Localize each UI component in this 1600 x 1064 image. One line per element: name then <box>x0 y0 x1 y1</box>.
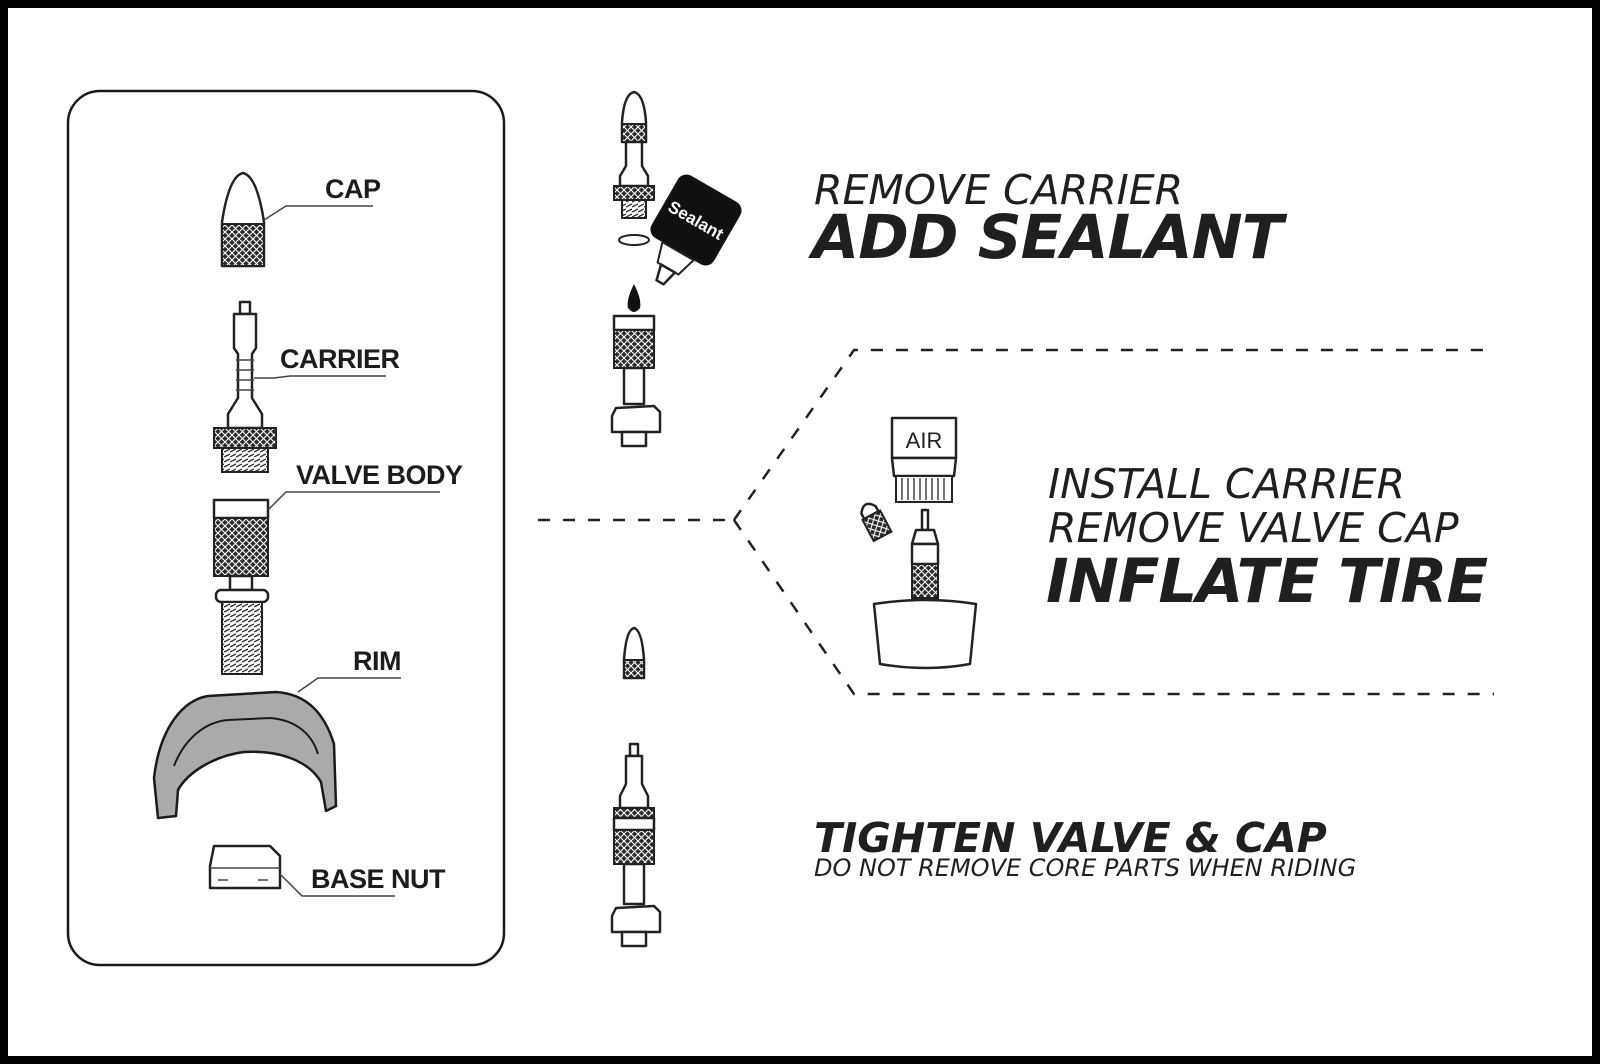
valve-body-part: VALVE BODY <box>212 460 464 675</box>
step1-illustration: Sealant <box>610 90 742 448</box>
parts-panel-border <box>66 89 506 967</box>
cap-label: CAP <box>325 174 381 204</box>
step2-heading: INSTALL CARRIER REMOVE VALVE CAP INFLATE… <box>1046 460 1488 617</box>
step3-line1: TIGHTEN VALVE & CAP <box>814 814 1327 862</box>
step3-illustration <box>610 626 662 948</box>
carrier-part: CARRIER <box>213 300 400 473</box>
step1-line1: REMOVE CARRIER <box>814 166 1183 214</box>
step2-line1: INSTALL CARRIER <box>1048 460 1405 508</box>
instruction-sheet: CAP CARRIER VALVE BODY RIM <box>8 8 1592 1056</box>
step1-line2: ADD SEALANT <box>808 202 1288 273</box>
step2-line2: REMOVE VALVE CAP <box>1048 504 1459 552</box>
step1-heading: REMOVE CARRIER ADD SEALANT <box>808 166 1289 273</box>
step3-heading: TIGHTEN VALVE & CAP DO NOT REMOVE CORE P… <box>814 814 1356 882</box>
base-nut-part: BASE NUT <box>208 844 447 897</box>
rim-part: RIM <box>152 646 402 820</box>
sealant-bottle: Sealant <box>650 174 742 286</box>
step2-bracket <box>538 348 1494 696</box>
rim-label: RIM <box>353 646 401 676</box>
step3-line2: DO NOT REMOVE CORE PARTS WHEN RIDING <box>814 854 1356 882</box>
valve-diagram: CAP CARRIER VALVE BODY RIM <box>66 89 1494 967</box>
carrier-label: CARRIER <box>280 344 400 374</box>
air-pump-label: AIR <box>906 428 943 453</box>
removed-valve-cap <box>860 502 893 543</box>
cap-part: CAP <box>220 171 381 268</box>
step2-line3: INFLATE TIRE <box>1046 546 1487 617</box>
base-nut-label: BASE NUT <box>311 864 446 894</box>
tire-section <box>872 598 978 670</box>
valve-body-label: VALVE BODY <box>296 460 463 490</box>
parts-panel: CAP CARRIER VALVE BODY RIM <box>66 89 506 967</box>
step2-illustration: AIR <box>860 416 978 670</box>
